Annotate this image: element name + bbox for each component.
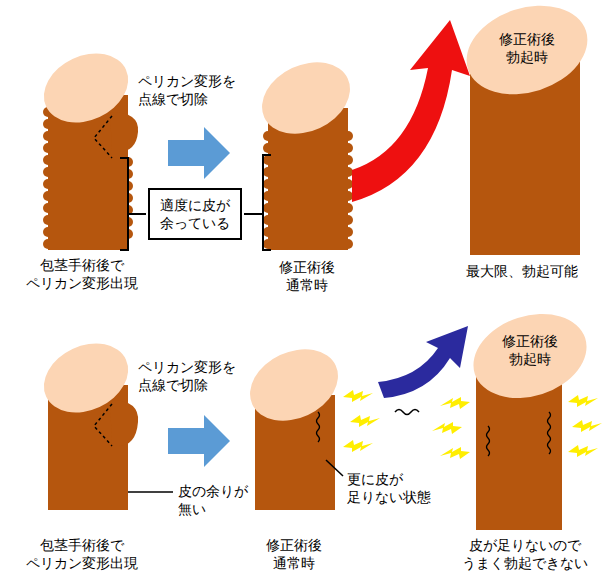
label: 皮の余りが 無い: [178, 482, 248, 518]
label: ペリカン変形を 点線で切除: [138, 72, 236, 108]
label: 修正術後 勃起時: [499, 30, 555, 66]
label: 修正術後 通常時: [266, 536, 322, 572]
figure-top-middle: [250, 49, 361, 250]
label: 包茎手術後で ペリカン変形出現: [26, 256, 138, 292]
curved-arrow: [378, 326, 468, 398]
label: 包茎手術後で ペリカン変形出現: [26, 536, 138, 572]
label: 修正術後 通常時: [279, 258, 335, 294]
figure-top-left: [33, 40, 140, 250]
block-arrow: [168, 127, 230, 179]
bracket: [120, 158, 146, 250]
label: 皮が足りないので うまく勃起できない: [462, 536, 588, 572]
curved-arrow: [352, 20, 470, 202]
block-arrow: [168, 415, 230, 467]
label: 最大限、勃起可能: [466, 262, 578, 280]
figure-bottom-right: [432, 300, 602, 530]
label: 更に皮が 足りない状態: [347, 470, 431, 506]
figure-bottom-left: [33, 330, 173, 510]
label: ペリカン変形を 点線で切除: [138, 358, 236, 394]
label: 修正術後 勃起時: [502, 332, 558, 368]
shake-mark: [395, 410, 419, 415]
figure-top-right: [455, 0, 599, 255]
text-box: 適度に皮が 余っている: [148, 188, 242, 240]
bracket: [244, 155, 271, 250]
box-text: 適度に皮が 余っている: [160, 196, 230, 232]
